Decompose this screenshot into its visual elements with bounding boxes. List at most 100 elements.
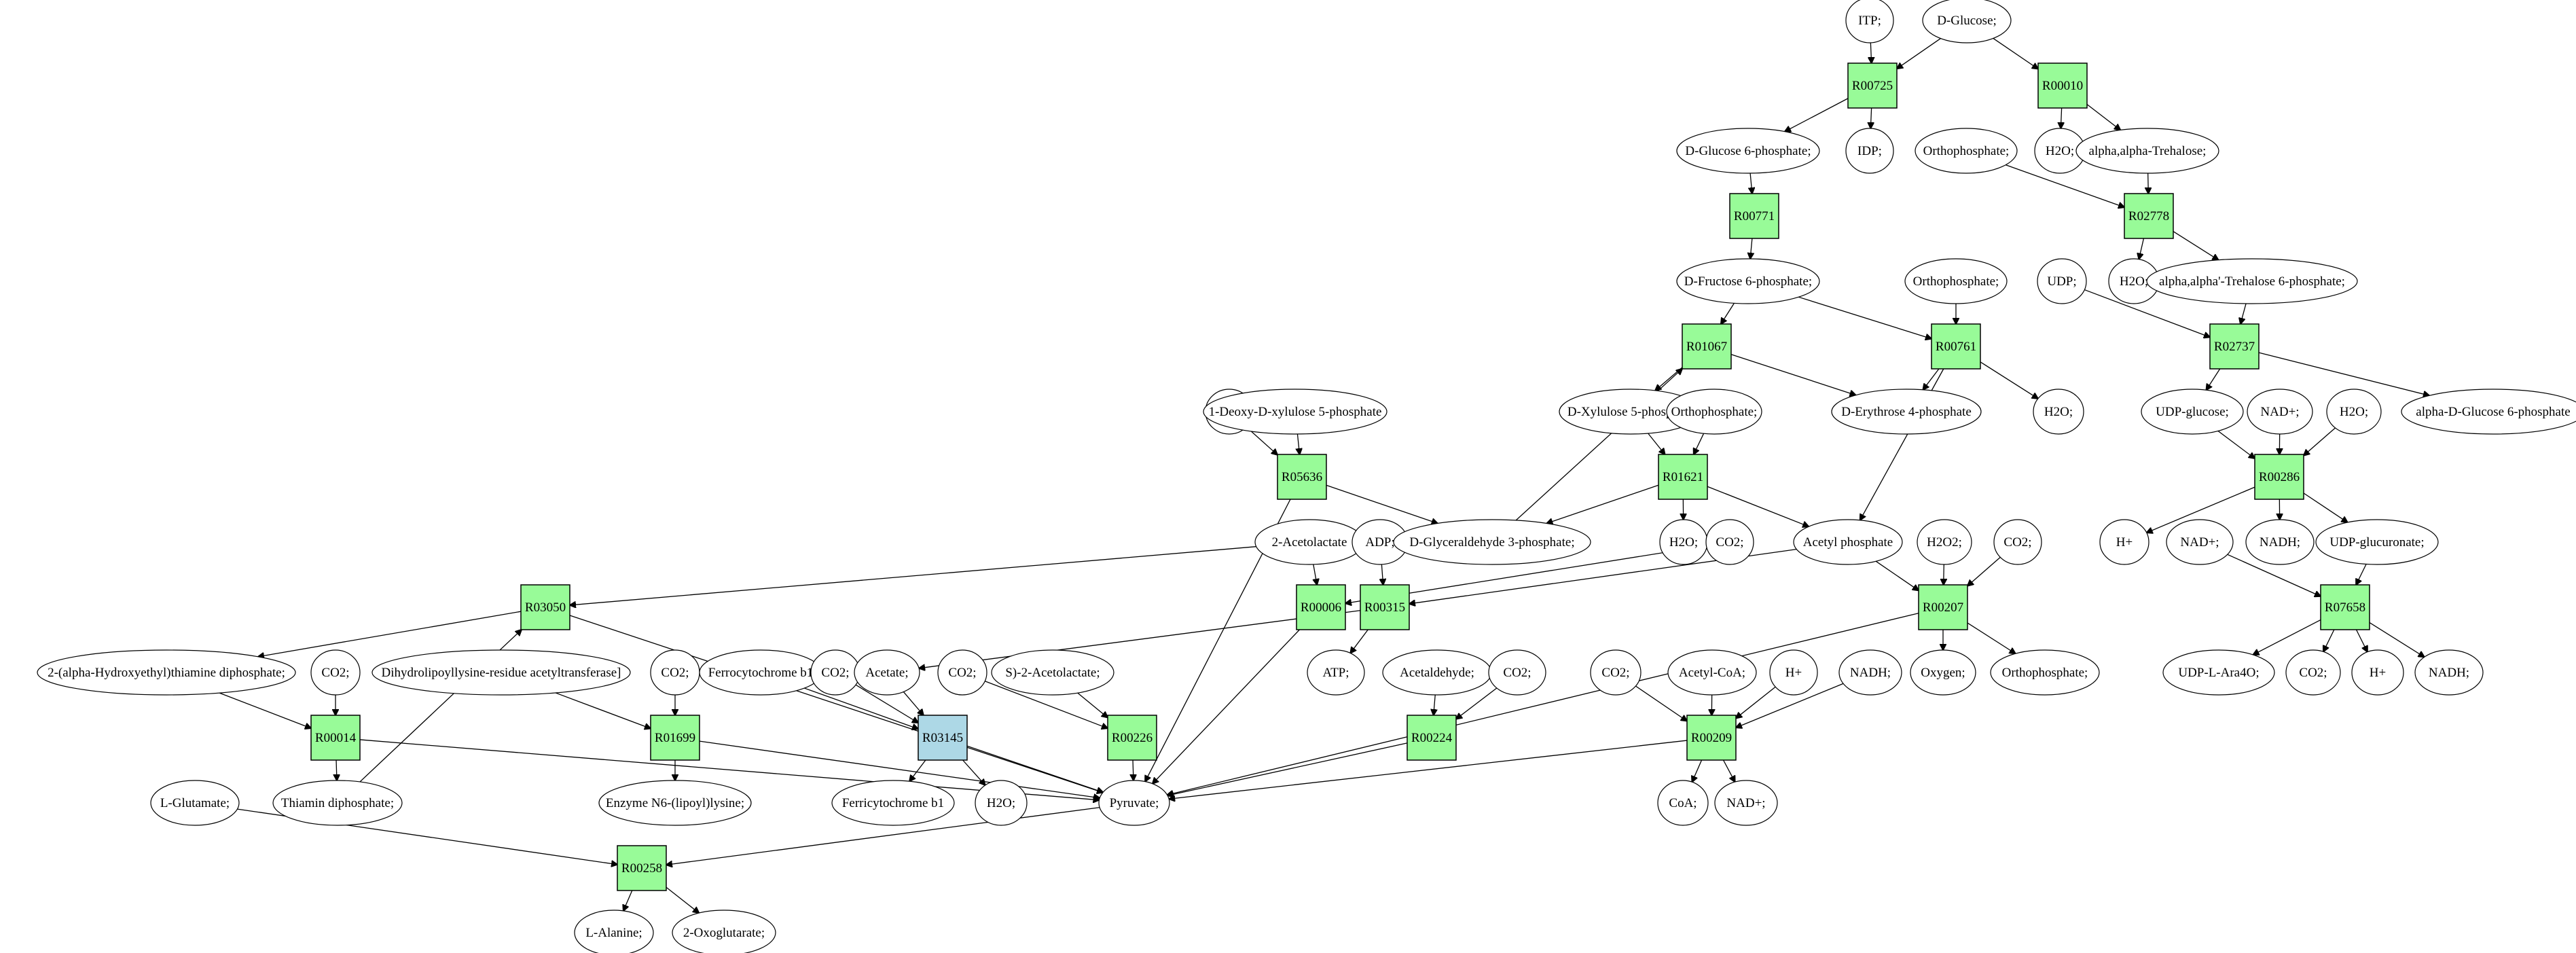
compound-node-c_dlat[interactable]: Dihydrolipoyllysine-residue acetyltransf… [371, 649, 631, 696]
compound-node-c_f6p[interactable]: D-Fructose 6-phosphate; [1676, 258, 1820, 304]
reaction-node-r_R00006[interactable]: R00006 [1296, 584, 1346, 630]
compound-node-c_pyruvate[interactable]: Pyruvate; [1098, 780, 1170, 826]
compound-node-c_acetaldehyde[interactable]: Acetaldehyde; [1382, 649, 1492, 696]
compound-node-c_udpglucuronate[interactable]: UDP-glucuronate; [2315, 519, 2439, 565]
reaction-node-r_R00258[interactable]: R00258 [617, 845, 667, 891]
reaction-node-r_R02778[interactable]: R02778 [2124, 193, 2174, 239]
compound-node-c_acp[interactable]: Acetyl phosphate [1793, 519, 1903, 565]
compound-ellipse [1831, 389, 1982, 435]
compound-node-c_hplus2[interactable]: H+ [1769, 649, 1818, 696]
node-label: CO2; [821, 666, 849, 680]
compound-node-c_h2o1[interactable]: H2O; [2034, 128, 2086, 174]
compound-node-c_acetate[interactable]: Acetate; [854, 649, 920, 696]
edge-c_hetpp-to-r_R00014 [219, 692, 311, 728]
compound-node-c_nadh3[interactable]: NADH; [2414, 649, 2484, 696]
compound-node-c_co2_d[interactable]: CO2; [310, 649, 361, 696]
compound-node-c_thiamin[interactable]: Thiamin diphosphate; [272, 780, 403, 826]
compound-node-c_udparao[interactable]: UDP-L-Ara4O; [2162, 649, 2275, 696]
compound-node-c_ferricyt[interactable]: Ferricytochrome b1 [831, 780, 955, 826]
compound-node-c_atp[interactable]: ATP; [1307, 649, 1365, 696]
compound-node-c_hplus3[interactable]: H+ [2351, 649, 2404, 696]
reaction-node-r_R01067[interactable]: R01067 [1682, 323, 1732, 370]
compound-node-c_itp[interactable]: ITP; [1845, 0, 1894, 43]
compound-node-c_co2_j[interactable]: CO2; [2285, 649, 2341, 696]
compound-node-c_acetolactate[interactable]: 2-Acetolactate [1254, 519, 1364, 565]
reaction-node-r_R00224[interactable]: R00224 [1407, 715, 1457, 761]
compound-node-c_trehalose[interactable]: alpha,alpha-Trehalose; [2075, 128, 2219, 174]
reaction-node-r_R00209[interactable]: R00209 [1686, 715, 1737, 761]
compound-node-c_glutamate[interactable]: L-Glutamate; [150, 780, 240, 826]
compound-node-c_glucose[interactable]: D-Glucose; [1922, 0, 2012, 43]
compound-node-c_adp[interactable]: ADP; [1352, 519, 1409, 565]
compound-node-c_co2_e[interactable]: CO2; [650, 649, 700, 696]
compound-node-c_nadh2[interactable]: NADH; [1838, 649, 1902, 696]
compound-node-c_co2_i[interactable]: CO2; [1590, 649, 1641, 696]
reaction-node-r_R01699[interactable]: R01699 [650, 715, 700, 761]
node-label: CoA; [1669, 796, 1697, 810]
compound-node-c_hplus1[interactable]: H+ [2099, 519, 2149, 565]
compound-node-c_sacetolactate[interactable]: S)-2-Acetolactate; [991, 649, 1114, 696]
compound-node-c_t6p[interactable]: alpha,alpha'-Trehalose 6-phosphate; [2146, 258, 2358, 304]
compound-ellipse [310, 649, 361, 696]
node-label: R01621 [1663, 470, 1703, 484]
compound-node-c_dxp[interactable]: 1-Deoxy-D-xylulose 5-phosphate [1203, 389, 1387, 435]
compound-node-c_co2_h[interactable]: CO2; [1488, 649, 1546, 696]
reaction-node-r_R00014[interactable]: R00014 [310, 715, 361, 761]
reaction-node-r_R02737[interactable]: R02737 [2209, 323, 2260, 370]
reaction-node-r_R00286[interactable]: R00286 [2254, 454, 2304, 500]
compound-node-c_co2_f[interactable]: CO2; [810, 649, 860, 696]
compound-node-c_acetylcoa[interactable]: Acetyl-CoA; [1667, 649, 1757, 696]
compound-node-c_nad3[interactable]: NAD+; [1714, 780, 1778, 826]
reaction-node-r_R00315[interactable]: R00315 [1360, 584, 1410, 630]
compound-node-c_udp[interactable]: UDP; [2037, 258, 2087, 304]
compound-node-c_nadh1[interactable]: NADH; [2245, 519, 2315, 565]
compound-node-c_orthophosphate3[interactable]: Orthophosphate; [1666, 389, 1762, 435]
edge-r_R00207-to-c_orthophosphate4 [1967, 622, 2016, 653]
reaction-node-r_R00207[interactable]: R00207 [1918, 584, 1968, 630]
reaction-node-r_R03145[interactable]: R03145 [918, 715, 968, 761]
compound-node-c_hetpp[interactable]: 2-(alpha-Hydroxyethyl)thiamine diphospha… [37, 649, 296, 696]
node-label: R00207 [1923, 600, 1963, 615]
compound-node-c_co2_c[interactable]: CO2; [1993, 519, 2042, 565]
reaction-node-r_R03050[interactable]: R03050 [520, 584, 570, 630]
compound-node-c_oxoglutarate[interactable]: 2-Oxoglutarate; [672, 910, 776, 953]
compound-node-c_gap[interactable]: D-Glyceraldehyde 3-phosphate; [1393, 519, 1591, 565]
compound-node-c_oxygen[interactable]: Oxygen; [1910, 649, 1976, 696]
reaction-node-r_R00771[interactable]: R00771 [1729, 193, 1779, 239]
reaction-node-r_R00010[interactable]: R00010 [2037, 62, 2088, 109]
reaction-node-r_R07658[interactable]: R07658 [2320, 584, 2370, 630]
reaction-node-r_R00725[interactable]: R00725 [1847, 62, 1898, 109]
reaction-node-r_R01621[interactable]: R01621 [1658, 454, 1708, 500]
compound-node-c_orthophosphate1[interactable]: Orthophosphate; [1915, 128, 2018, 174]
compound-node-c_xu5p[interactable]: D-Xylulose 5-phosphate [1559, 389, 1703, 435]
compound-node-c_alanine[interactable]: L-Alanine; [574, 910, 654, 953]
compound-node-c_h2o4[interactable]: H2O; [2326, 389, 2382, 435]
compound-node-c_nad1[interactable]: NAD+; [2247, 389, 2313, 435]
compound-node-c_orthophosphate4[interactable]: Orthophosphate; [1990, 649, 2100, 696]
edge-c_g6p-to-r_R00771 [1750, 173, 1752, 194]
reaction-node-r_R05636[interactable]: R05636 [1277, 454, 1327, 500]
compound-node-c_g6p[interactable]: D-Glucose 6-phosphate; [1676, 128, 1820, 174]
node-label: R00226 [1112, 731, 1153, 745]
compound-node-c_nad2[interactable]: NAD+; [2166, 519, 2234, 565]
compound-node-c_ferrocyt[interactable]: Ferrocytochrome b1 [699, 649, 822, 696]
compound-node-c_lipoyl[interactable]: Enzyme N6-(lipoyl)lysine; [598, 780, 752, 826]
compound-ellipse [2326, 389, 2382, 435]
compound-node-c_h2o2b[interactable]: H2O2; [1917, 519, 1972, 565]
compound-node-c_orthophosphate2[interactable]: Orthophosphate; [1904, 258, 2008, 304]
reaction-node-r_R00761[interactable]: R00761 [1931, 323, 1981, 370]
compound-node-c_h2o6[interactable]: H2O; [975, 780, 1028, 826]
compound-node-c_ag6p[interactable]: alpha-D-Glucose 6-phosphate [2401, 389, 2576, 435]
compound-ellipse [1307, 649, 1365, 696]
compound-node-c_h2o3[interactable]: H2O; [2033, 389, 2084, 435]
compound-node-c_co2_g[interactable]: CO2; [937, 649, 987, 696]
compound-node-c_h2o2[interactable]: H2O; [2108, 258, 2160, 304]
compound-node-c_e4p[interactable]: D-Erythrose 4-phosphate [1831, 389, 1982, 435]
compound-node-c_coa[interactable]: CoA; [1657, 780, 1709, 826]
compound-ellipse [975, 780, 1028, 826]
compound-node-c_co2_b[interactable]: CO2; [1705, 519, 1754, 565]
reaction-node-r_R00226[interactable]: R00226 [1107, 715, 1157, 761]
compound-node-c_h2o5[interactable]: H2O; [1659, 519, 1708, 565]
compound-node-c_udpglucose[interactable]: UDP-glucose; [2141, 389, 2244, 435]
compound-node-c_idp[interactable]: IDP; [1845, 128, 1894, 174]
